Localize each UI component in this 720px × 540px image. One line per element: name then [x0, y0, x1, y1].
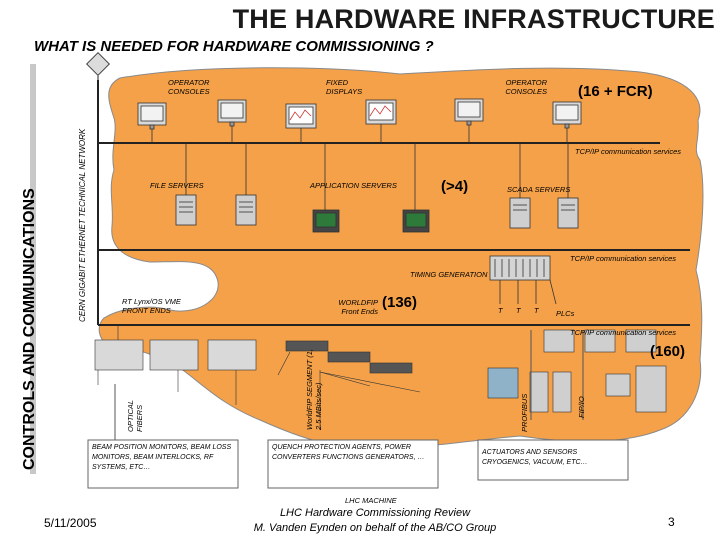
left-separator-bar	[30, 64, 36, 474]
quench-box-text: QUENCH PROTECTION AGENTS, POWER CONVERTE…	[272, 444, 425, 461]
server-towers	[175, 143, 579, 233]
footer-title: LHC Hardware Commissioning Review	[279, 507, 471, 519]
timing-t-3: T	[534, 306, 539, 315]
page-title: THE HARDWARE INFRASTRUCTURE	[232, 4, 715, 34]
front-ends-count: (136)	[382, 294, 418, 311]
count-160: (160)	[650, 343, 686, 360]
timing-generation-label: TIMING GENERATION	[410, 270, 488, 279]
scada-servers-label: SCADA SERVERS	[507, 185, 571, 194]
tcpip-label-1: TCP/IP communication services	[575, 147, 682, 156]
tcpip-label-2: TCP/IP communication services	[570, 254, 677, 263]
worldfip-front-ends-label: WORLDFIP Front Ends	[338, 298, 378, 316]
operator-consoles-left-label: OPERATOR CONSOLES	[168, 78, 210, 96]
tcpip-label-3: TCP/IP communication services	[570, 328, 677, 337]
vme-crates	[94, 325, 257, 405]
console-monitors	[137, 98, 582, 143]
footer-author: M. Vanden Eynden on behalf of the AB/CO …	[253, 522, 497, 534]
worldfip-front-ends	[277, 340, 421, 430]
plcs-label: PLCs	[556, 309, 575, 318]
actuators-box-text: ACTUATORS AND SENSORS CRYOGENICS, VACUUM…	[482, 449, 588, 466]
timing-t-1: T	[498, 306, 503, 315]
application-servers-label: APPLICATION SERVERS	[310, 181, 397, 190]
fixed-displays-label: FIXED DISPLAYS	[326, 78, 363, 96]
page-number: 3	[668, 515, 675, 529]
timing-generator	[489, 255, 557, 305]
fip-io-label: FIP/IO	[577, 396, 586, 418]
controls-communications-label: CONTROLS AND COMMUNICATIONS	[21, 188, 38, 470]
quench-box	[267, 439, 439, 489]
actuators-box	[477, 439, 629, 481]
network-router-icon	[85, 51, 111, 77]
optical-fibers-label: OPTICAL FIBERS	[126, 400, 144, 432]
operator-consoles-right-label: OPERATOR CONSOLES	[505, 78, 547, 96]
servers-count: (>4)	[441, 178, 469, 195]
beam-box-text: BEAM POSITION MONITORS, BEAM LOSS MONITO…	[92, 444, 232, 471]
file-servers-label: FILE SERVERS	[150, 181, 204, 190]
consoles-count: (16 + FCR)	[578, 83, 653, 100]
beam-box	[87, 439, 239, 489]
network-label: CERN GIGABIT ETHERNET TECHNICAL NETWORK	[78, 128, 87, 322]
lhc-machine-label: LHC MACHINE	[345, 496, 397, 505]
rt-lynx-label: RT Lynx/OS VME FRONT ENDS	[122, 297, 181, 315]
field-equipment	[487, 365, 667, 413]
plc-modules	[543, 329, 657, 353]
page-subtitle: WHAT IS NEEDED FOR HARDWARE COMMISSIONIN…	[34, 38, 434, 55]
timing-t-2: T	[516, 306, 521, 315]
profibus-label: PROFIBUS	[520, 393, 529, 432]
worldfip-segment-label: WorldFIP SEGMENT (1, 2.5 MBits/sec)	[305, 349, 323, 430]
footer-date: 5/11/2005	[44, 516, 97, 530]
